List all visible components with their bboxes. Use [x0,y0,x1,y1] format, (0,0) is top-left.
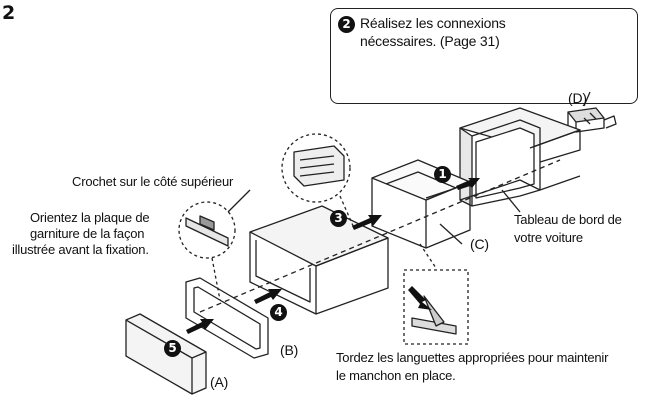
dashboard-annotation-line-2: votre voiture [514,230,583,245]
assembly-axis [199,159,561,313]
connector-d-leader [583,91,591,107]
hook-annotation: Crochet sur le côté supérieur [72,174,234,189]
dashboard-leader [501,189,521,213]
tabs-annotation-line-1: Tordez les languettes appropriées pour m… [336,350,609,365]
sleeve-c-leader [439,223,463,245]
step-1-badge: 1 [434,166,451,183]
callout-badge: 2 [338,16,355,33]
arrows [186,178,480,334]
trim-plate-b [185,277,269,359]
label-c: (C) [470,236,489,252]
mounting-sleeve-c [371,159,471,249]
orient-annotation-line-3: illustrée avant la fixation. [12,242,149,257]
label-d: (D) [568,90,587,106]
orient-annotation-line-2: garniture de la façon [30,226,145,241]
callout-box [330,8,638,104]
car-stereo-unit [249,205,389,315]
dashboard-annotation-line-1: Tableau de bord de [514,212,622,227]
dashboard-frame [459,107,581,207]
bracket-detail-circle [281,133,355,229]
step-4-badge: 4 [270,304,287,321]
step-number: 2 [2,2,16,24]
tab-detail-circle [403,243,469,345]
hook-leader [227,189,251,213]
tabs-annotation-line-2: le manchon en place. [336,368,456,383]
label-b: (B) [280,342,299,358]
step-3-badge: 3 [330,210,347,227]
orient-annotation-line-1: Orientez la plaque de [30,210,150,225]
label-a: (A) [210,374,229,390]
step-5-badge: 5 [164,340,181,357]
callout-line-1: Réalisez les connexions [360,15,506,31]
hook-detail-circle [178,201,236,301]
callout-line-2: nécessaires. (Page 31) [360,33,500,49]
